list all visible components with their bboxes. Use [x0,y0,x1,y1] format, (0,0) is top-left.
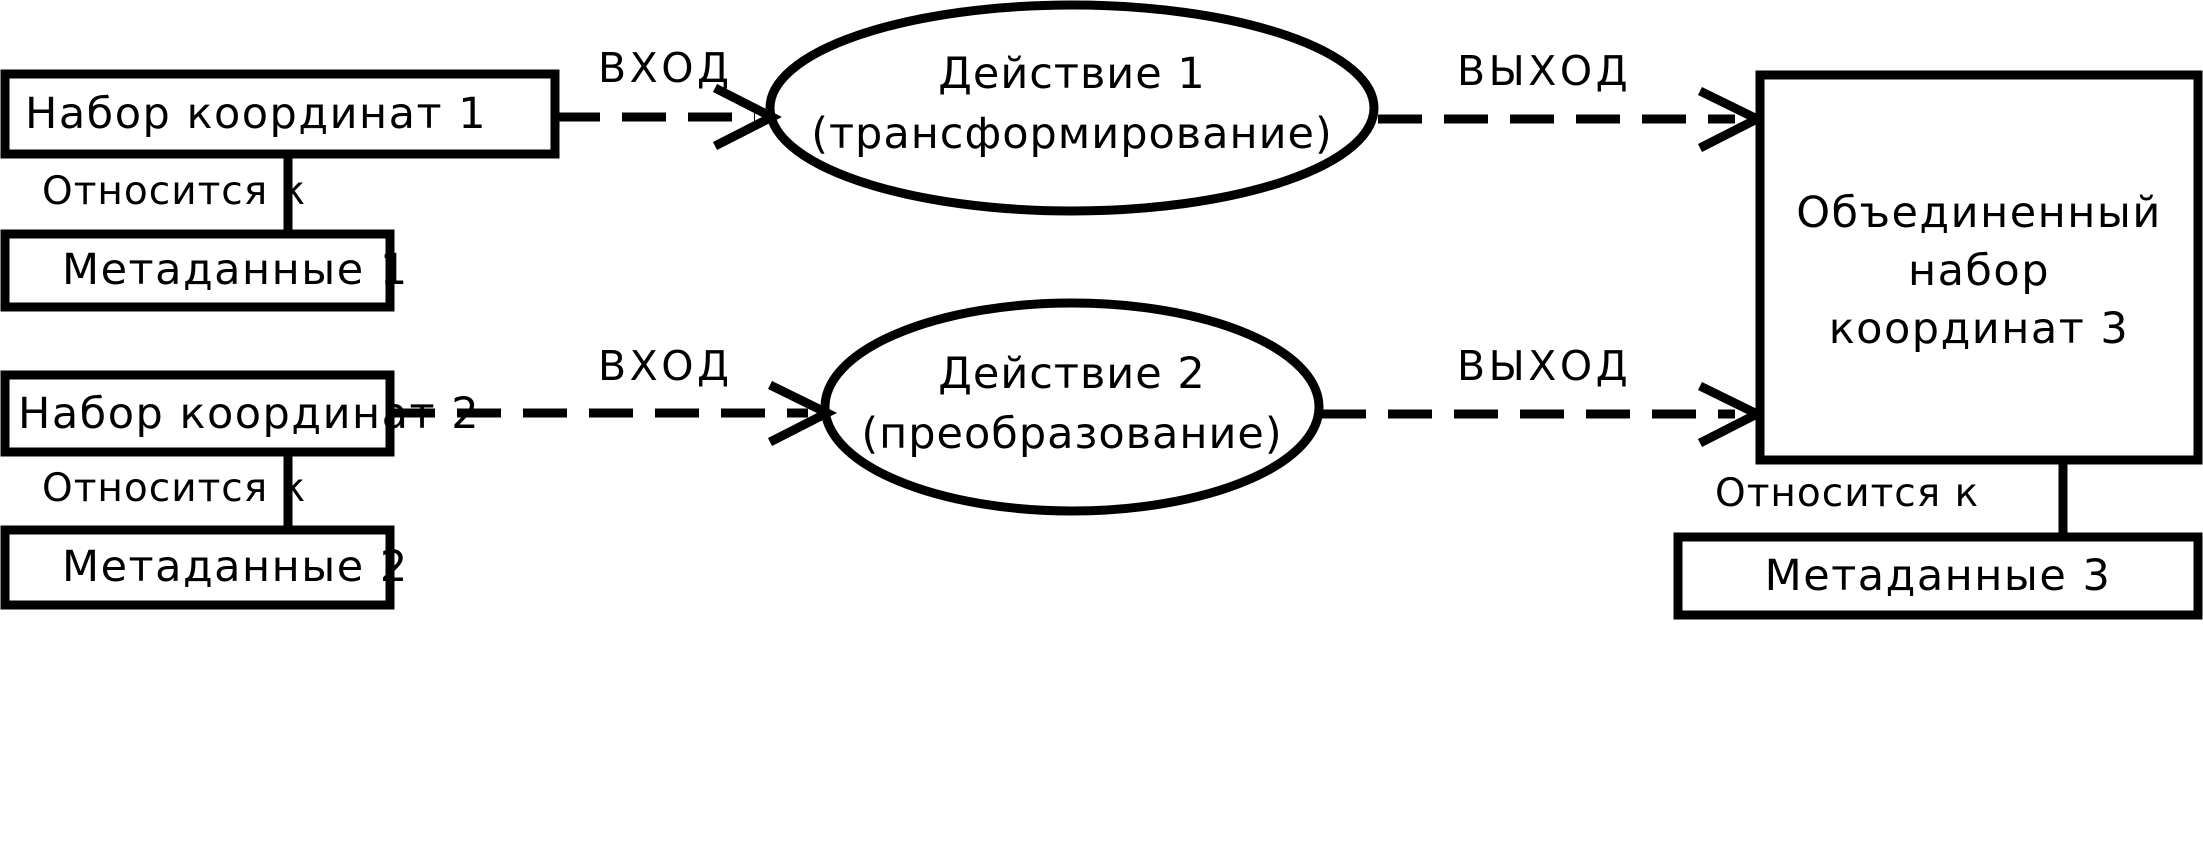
entity-metadata-3-label: Метаданные 3 [1765,551,2112,601]
relation-connector-1: Относится к [42,154,306,234]
process-action-1[interactable]: Действие 1 (трансформирование) [765,0,1379,216]
process-action-2-ellipse[interactable] [820,298,1324,516]
entity-merged-coord-set-3[interactable]: Объединенный набор координат 3 [1755,70,2203,465]
entity-coord-set-1-label: Набор координат 1 [25,89,487,139]
entity-merged-coord-set-3-line-2: набор [1908,246,2050,296]
relation-label-belongs-to-3: Относится к [1715,471,1979,516]
flow-input-1: ВХОД [556,44,782,151]
process-action-2[interactable]: Действие 2 (преобразование) [820,298,1324,516]
entity-coord-set-1-box[interactable] [0,69,560,159]
entity-merged-coord-set-3-line-1: Объединенный [1796,188,2162,238]
flow-output-1-label: ВЫХОД [1457,47,1631,95]
entity-metadata-3-box[interactable] [1673,532,2203,620]
relation-label-belongs-to-1: Относится к [42,169,306,214]
flow-output-2: ВЫХОД [1322,342,1768,448]
process-action-2-line-1: Действие 2 [938,349,1205,399]
relation-connector-3: Относится к [1715,460,2068,537]
flow-input-2-arrowhead [767,380,838,447]
entity-metadata-3[interactable]: Метаданные 3 [1673,532,2203,620]
process-action-1-ellipse[interactable] [765,0,1379,216]
entity-coord-set-1[interactable]: Набор координат 1 [0,69,560,159]
entity-merged-coord-set-3-box[interactable] [1755,70,2203,465]
relation-connector-2: Относится к [42,452,306,530]
entity-metadata-2-label: Метаданные 2 [62,542,409,592]
flow-output-1: ВЫХОД [1378,47,1768,153]
flow-input-1-label: ВХОД [598,44,733,92]
process-action-1-line-1: Действие 1 [938,49,1205,99]
flow-input-1-arrowhead [712,83,782,151]
entity-merged-coord-set-3-line-3: координат 3 [1829,304,2130,354]
flow-input-2-label: ВХОД [598,342,733,390]
entity-metadata-1-box[interactable] [0,229,395,312]
relation-label-belongs-to-2: Относится к [42,466,306,511]
entity-coord-set-2-box[interactable] [0,370,395,457]
process-action-2-line-2: (преобразование) [861,409,1282,459]
flow-input-2: ВХОД [391,342,838,447]
process-action-1-line-2: (трансформирование) [811,109,1333,159]
entity-metadata-1[interactable]: Метаданные 1 [0,229,409,312]
entity-metadata-2[interactable]: Метаданные 2 [0,525,409,610]
entity-metadata-2-box[interactable] [0,525,395,610]
flow-output-2-label: ВЫХОД [1457,342,1631,390]
entity-metadata-1-label: Метаданные 1 [62,245,409,295]
